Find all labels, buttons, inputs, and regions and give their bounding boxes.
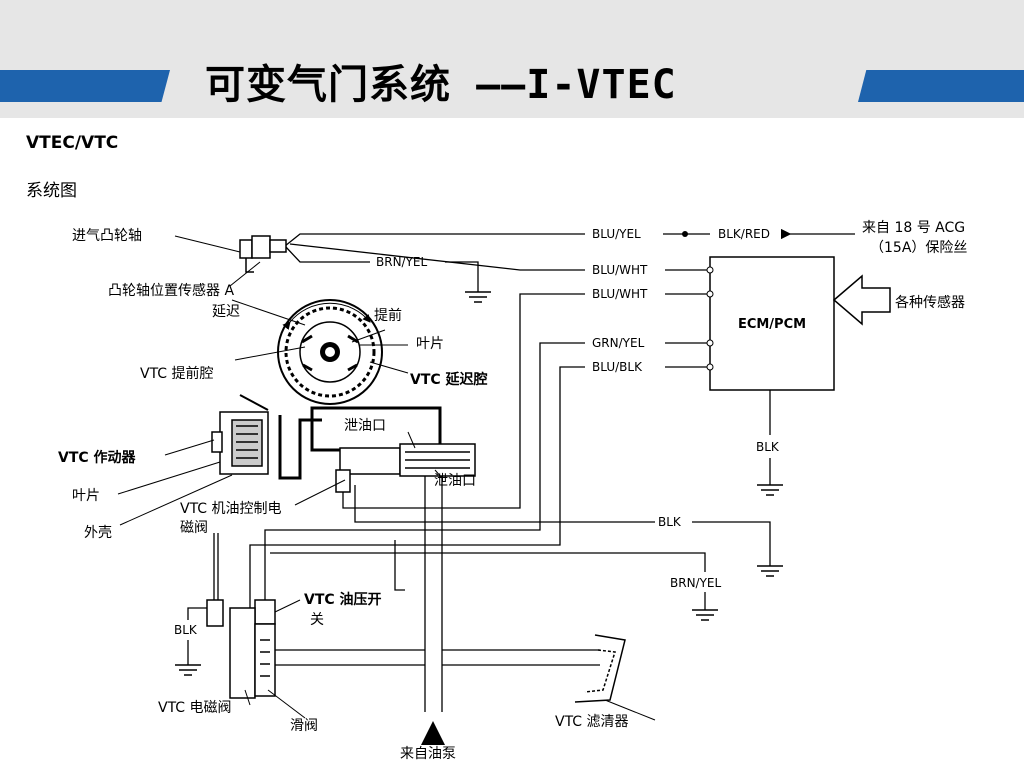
- wire-brn-yel-top: BRN/YEL: [376, 255, 428, 269]
- vtc-oil-control-valve-icon: [335, 443, 476, 493]
- wire-blu-blk: BLU/BLK: [592, 360, 643, 374]
- label-drain-port-2: 泄油口: [434, 473, 476, 489]
- label-spool-valve: 滑阀: [290, 717, 318, 734]
- label-housing: 外壳: [84, 524, 112, 541]
- label-vane-2: 叶片: [72, 488, 100, 504]
- header-background: [0, 0, 1024, 118]
- vtc-actuator-icon: [211, 411, 269, 475]
- vtc-sprocket-icon: [277, 299, 383, 405]
- splice-dot: [682, 231, 688, 237]
- ground-symbols: [175, 291, 783, 676]
- label-from-pump: 来自油泵: [400, 746, 456, 762]
- vtc-solenoid-assembly-icon: [206, 599, 276, 699]
- wire-blk-red: BLK/RED: [718, 227, 770, 241]
- ecm-box: [709, 256, 835, 391]
- wire-blu-wht-2: BLU/WHT: [592, 287, 648, 301]
- cam-sensor-icon: [239, 235, 287, 273]
- label-vane: 叶片: [416, 336, 444, 352]
- wire-blk-mid: BLK: [658, 515, 682, 529]
- label-acg-2: （15A）保险丝: [870, 240, 967, 256]
- label-vtc-actuator: VTC 作动器: [58, 449, 137, 466]
- wire-blk-ecm: BLK: [756, 440, 780, 454]
- wire-blu-wht-1: BLU/WHT: [592, 263, 648, 277]
- label-acg-1: 来自 18 号 ACG: [862, 220, 965, 236]
- label-drain-port-1: 泄油口: [344, 418, 386, 434]
- header-accent-right: [858, 70, 1024, 102]
- diagram-subtitle: VTEC/VTC: [26, 133, 119, 153]
- vtc-filter-icon: [574, 634, 626, 703]
- label-intake-camshaft: 进气凸轮轴: [72, 228, 142, 244]
- wiring: [187, 228, 855, 712]
- sensors-arrow-icon: [832, 274, 891, 326]
- header-accent-left: [0, 70, 170, 102]
- ecm-pins: [706, 266, 714, 371]
- label-vtc-filter: VTC 滤清器: [555, 714, 629, 730]
- wire-brn-yel-bottom: BRN/YEL: [670, 576, 722, 590]
- diagram-title: 系统图: [26, 181, 77, 201]
- label-vtc-oil-valve-2: 磁阀: [180, 520, 208, 536]
- label-advance: 提前: [374, 307, 402, 324]
- label-retard: 延迟: [212, 304, 240, 320]
- label-vtc-solenoid: VTC 电磁阀: [158, 700, 232, 716]
- label-pressure-switch-1: VTC 油压开: [304, 591, 382, 608]
- label-cam-sensor: 凸轮轴位置传感器 A: [108, 282, 234, 299]
- label-vtc-retard-chamber: VTC 延迟腔: [410, 371, 488, 388]
- label-vtc-advance-chamber: VTC 提前腔: [140, 365, 214, 382]
- page-title: 可变气门系统 ——I-VTEC: [205, 62, 677, 108]
- label-pressure-switch-2: 关: [310, 612, 324, 628]
- label-vtc-oil-valve-1: VTC 机油控制电: [180, 501, 282, 517]
- label-various-sensors: 各种传感器: [895, 294, 965, 311]
- wire-blk-left: BLK: [174, 623, 198, 637]
- leader-lines: [117, 235, 656, 721]
- wire-blu-yel: BLU/YEL: [592, 227, 641, 241]
- ecm-label: ECM/PCM: [738, 317, 806, 332]
- wire-grn-yel: GRN/YEL: [592, 336, 645, 350]
